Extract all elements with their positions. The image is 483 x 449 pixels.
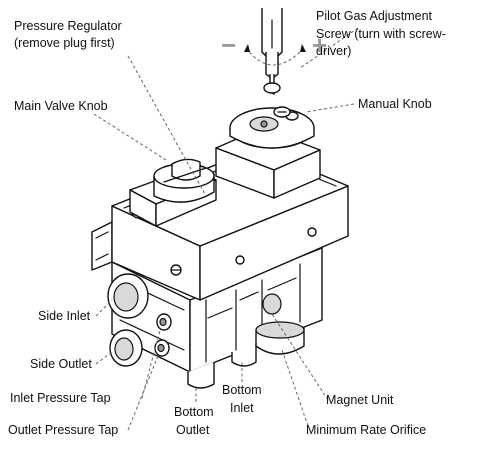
label-pilot-gas-line3: driver): [316, 44, 351, 58]
manual-knob: [229, 107, 315, 149]
pilot-adjustment-screw: [273, 106, 291, 118]
bottom-inlet-port: [231, 344, 257, 367]
label-pressure-regulator-line2: (remove plug first): [14, 36, 115, 50]
label-pilot-gas-line2: Screw (turn with screw-: [316, 27, 446, 41]
label-side-outlet: Side Outlet: [30, 357, 92, 371]
label-inlet-pressure-tap: Inlet Pressure Tap: [10, 391, 111, 405]
plus-sign: +: [312, 30, 327, 60]
label-magnet-unit: Magnet Unit: [326, 393, 394, 407]
labels: Pressure Regulator (remove plug first) P…: [8, 9, 446, 437]
label-bottom-outlet-line2: Outlet: [176, 423, 210, 437]
minus-sign: −: [221, 30, 236, 60]
label-bottom-inlet-line2: Inlet: [230, 401, 254, 415]
magnet-unit: [255, 293, 305, 355]
main-valve-knob: [153, 158, 215, 203]
leader-lines: [93, 27, 359, 431]
bottom-outlet-port: [187, 362, 215, 389]
side-outlet-port: [109, 329, 143, 367]
side-inlet-port: [107, 273, 149, 319]
label-side-inlet: Side Inlet: [38, 309, 91, 323]
inlet-pressure-tap: [156, 313, 172, 331]
label-manual-knob: Manual Knob: [358, 97, 432, 111]
label-pilot-gas-line1: Pilot Gas Adjustment: [316, 9, 433, 23]
rotation-indicator: [244, 44, 306, 66]
label-minimum-rate-orifice: Minimum Rate Orifice: [306, 423, 426, 437]
screwdriver: [261, 8, 283, 95]
arrow-left-icon: [244, 44, 250, 52]
arrow-right-icon: [300, 44, 306, 52]
label-bottom-outlet-line1: Bottom: [174, 405, 214, 419]
label-main-valve-knob: Main Valve Knob: [14, 99, 108, 113]
label-pressure-regulator-line1: Pressure Regulator: [14, 19, 122, 33]
label-outlet-pressure-tap: Outlet Pressure Tap: [8, 423, 118, 437]
label-bottom-inlet-line1: Bottom: [222, 383, 262, 397]
